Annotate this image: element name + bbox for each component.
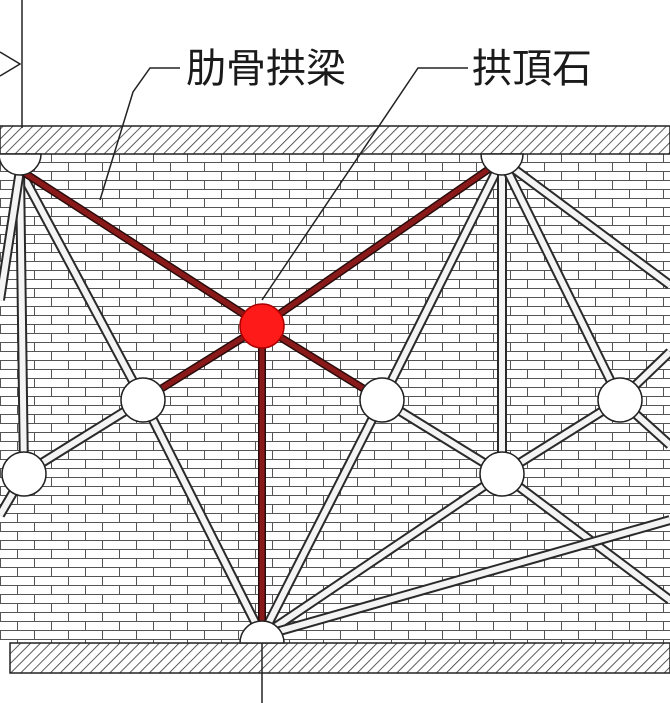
plain-rib: [0, 169, 25, 301]
boss: [597, 377, 643, 423]
plain-rib: [497, 157, 625, 403]
plain-rib: [499, 155, 670, 290]
boss: [120, 377, 166, 423]
wall-boss: [0, 153, 42, 176]
highlighted-ribs: [17, 156, 505, 636]
plain-rib: [15, 167, 148, 403]
wall-boss: [480, 153, 524, 176]
plain-ribs: [0, 155, 670, 641]
plain-rib: [21, 395, 146, 479]
keystone-leader-line: [261, 67, 468, 301]
highlighted-rib: [259, 156, 505, 330]
boss: [1, 451, 47, 497]
boss: [359, 377, 405, 423]
plain-rib: [499, 395, 623, 479]
boss: [479, 451, 525, 497]
plain-rib: [260, 515, 670, 641]
rib-leader-line: [99, 67, 180, 201]
plain-rib: [377, 157, 507, 403]
bottom-wall: [9, 642, 670, 674]
highlighted-rib: [17, 166, 265, 330]
plain-rib: [259, 469, 505, 641]
plain-rib: [138, 397, 267, 639]
plain-rib: [15, 169, 29, 475]
keystone: [239, 303, 285, 349]
keystone-label: 拱頂石: [472, 46, 592, 92]
highlighted-rib: [259, 322, 385, 404]
highlighted-rib: [140, 322, 265, 404]
wall-boss: [239, 620, 285, 644]
plain-rib: [499, 470, 670, 604]
left-arrow-icon: [0, 51, 22, 77]
plain-rib: [257, 397, 387, 639]
rib-label: 肋骨拱梁: [186, 46, 346, 92]
bosses: [0, 153, 643, 644]
top-wall: [0, 125, 670, 155]
plain-rib: [379, 395, 505, 479]
